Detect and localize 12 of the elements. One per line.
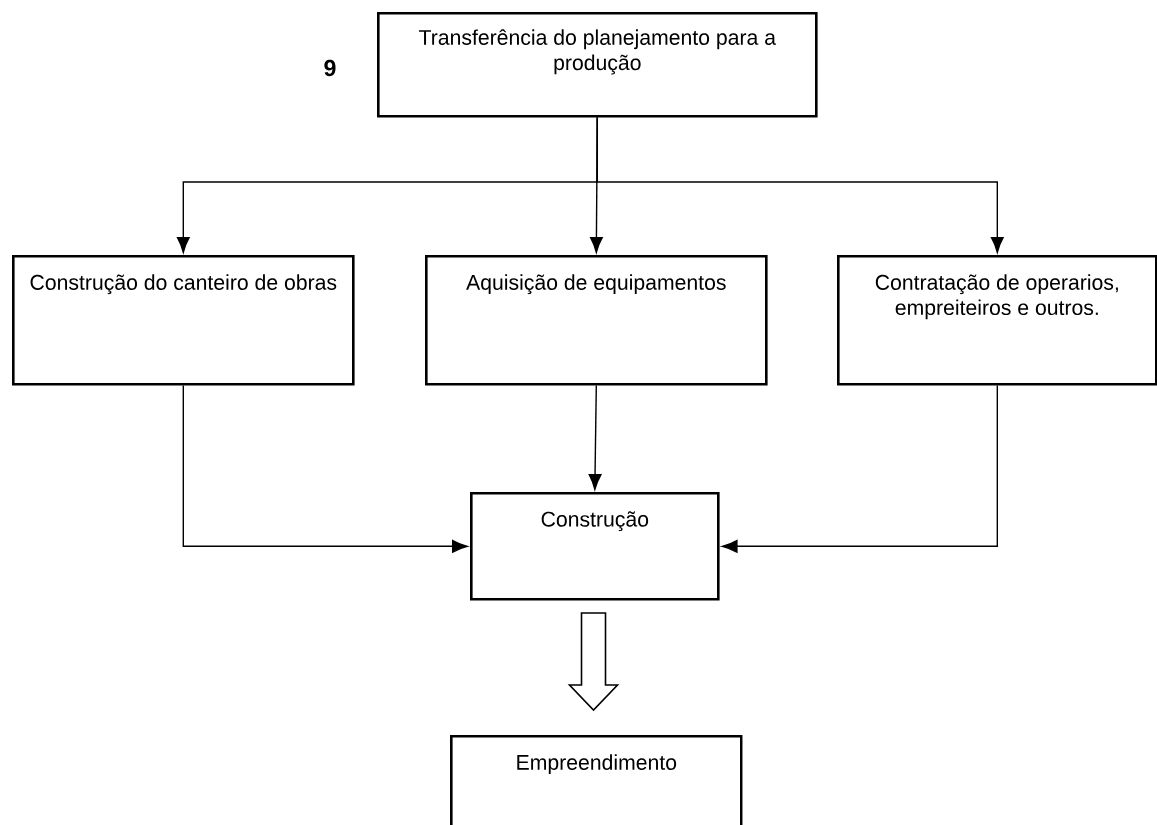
arrow [721,384,998,553]
arrow [596,116,1004,253]
process-box: Contratação de operarios, empreiteiros e outros. [837,255,1157,386]
step-number: 9 [324,59,336,77]
process-box: Aquisição de equipamentos [425,255,768,386]
arrow [182,384,468,553]
block-arrow [567,612,620,712]
process-box: Transferência do planejamento para a produção [377,12,818,118]
process-box: Empreendimento [450,735,743,825]
arrow [588,384,602,490]
process-box: Construção [470,492,720,601]
process-box: Construção do canteiro de obras [12,255,355,386]
